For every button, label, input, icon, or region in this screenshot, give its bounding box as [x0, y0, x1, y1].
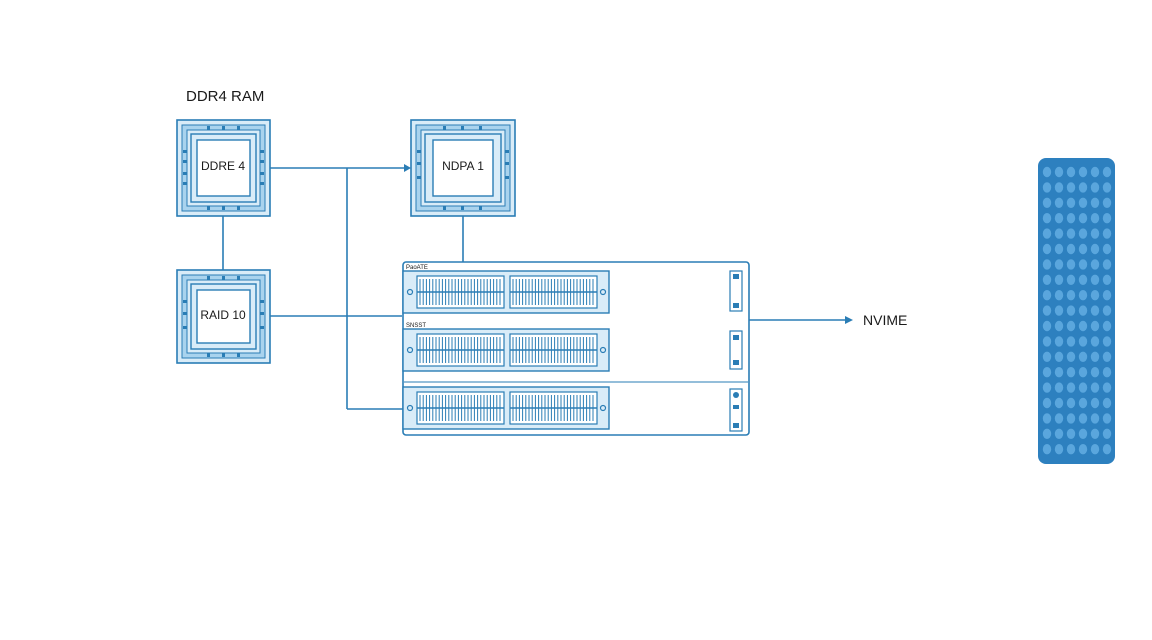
arrowhead-nvme	[845, 316, 853, 324]
chip-ddr4-label: DDRE 4	[201, 159, 245, 173]
rack-unit-1-label: PaoATE	[406, 265, 428, 271]
ddr4-ram-title: DDR4 RAM	[186, 88, 264, 105]
chip-raid10	[176, 269, 271, 364]
storage-panel	[1038, 158, 1115, 464]
nvme-label: NVIME	[863, 312, 907, 328]
arrowhead-ndpa	[404, 164, 411, 172]
storage-panel-dots	[1042, 166, 1112, 455]
server-rack	[402, 261, 750, 436]
rack-vent-grilles	[417, 279, 597, 421]
connectors	[222, 164, 853, 410]
rack-unit-2-label: SNSST	[406, 323, 426, 329]
chip-ndpa-label: NDPA 1	[442, 159, 484, 173]
chip-ndpa	[410, 119, 516, 217]
chip-raid10-label: RAID 10	[200, 308, 246, 322]
rack-status-indicators	[729, 270, 743, 432]
chip-ddr4	[176, 119, 271, 217]
